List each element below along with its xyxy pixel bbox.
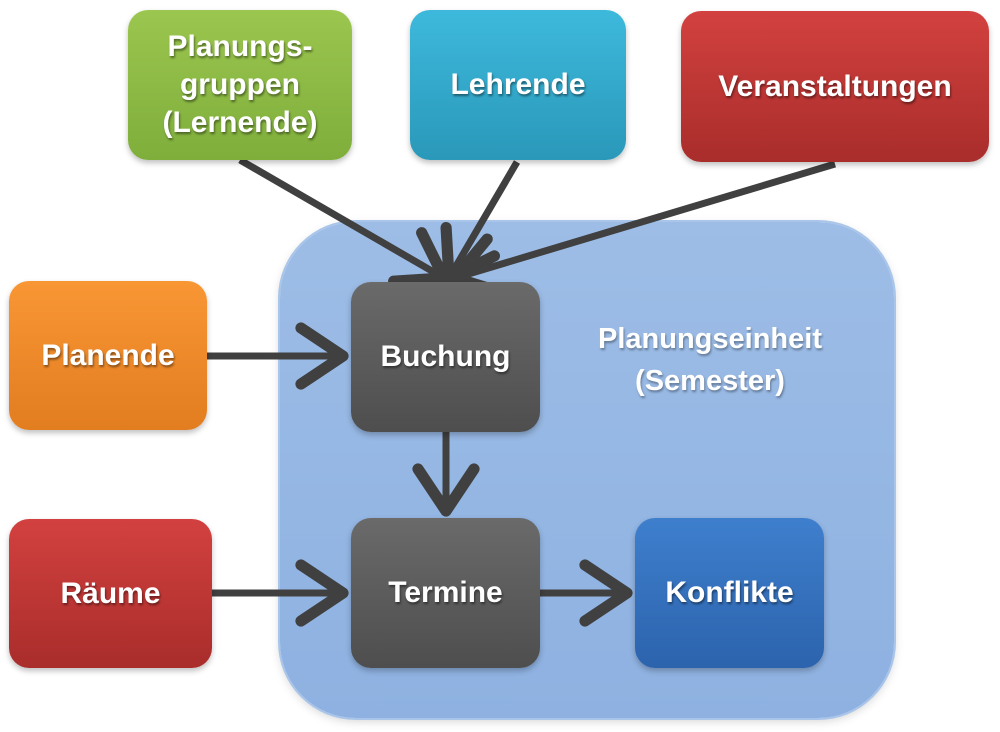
planungseinheit-label: Planungseinheit (Semester) [598, 323, 822, 397]
node-raeume[interactable]: Räume [9, 519, 212, 668]
node-veranstaltungen[interactable]: Veranstaltungen [681, 11, 989, 162]
node-planende[interactable]: Planende [9, 281, 207, 430]
node-raeume-label: Räume [60, 576, 161, 610]
node-lehrende[interactable]: Lehrende [410, 10, 626, 160]
node-planende-label: Planende [41, 338, 175, 372]
node-veranstaltungen-label: Veranstaltungen [718, 69, 952, 103]
node-konflikte[interactable]: Konflikte [635, 518, 824, 668]
node-planungsgruppen[interactable]: Planungs- gruppen (Lernende) [128, 10, 352, 160]
node-lehrende-label: Lehrende [450, 68, 586, 101]
node-termine-label: Termine [388, 576, 503, 609]
node-planungsgruppen-label: Planungs- gruppen (Lernende) [162, 30, 318, 139]
node-buchung-label: Buchung [380, 340, 511, 373]
node-buchung[interactable]: Buchung [351, 282, 540, 432]
node-termine[interactable]: Termine [351, 518, 540, 668]
node-konflikte-label: Konflikte [665, 576, 794, 609]
